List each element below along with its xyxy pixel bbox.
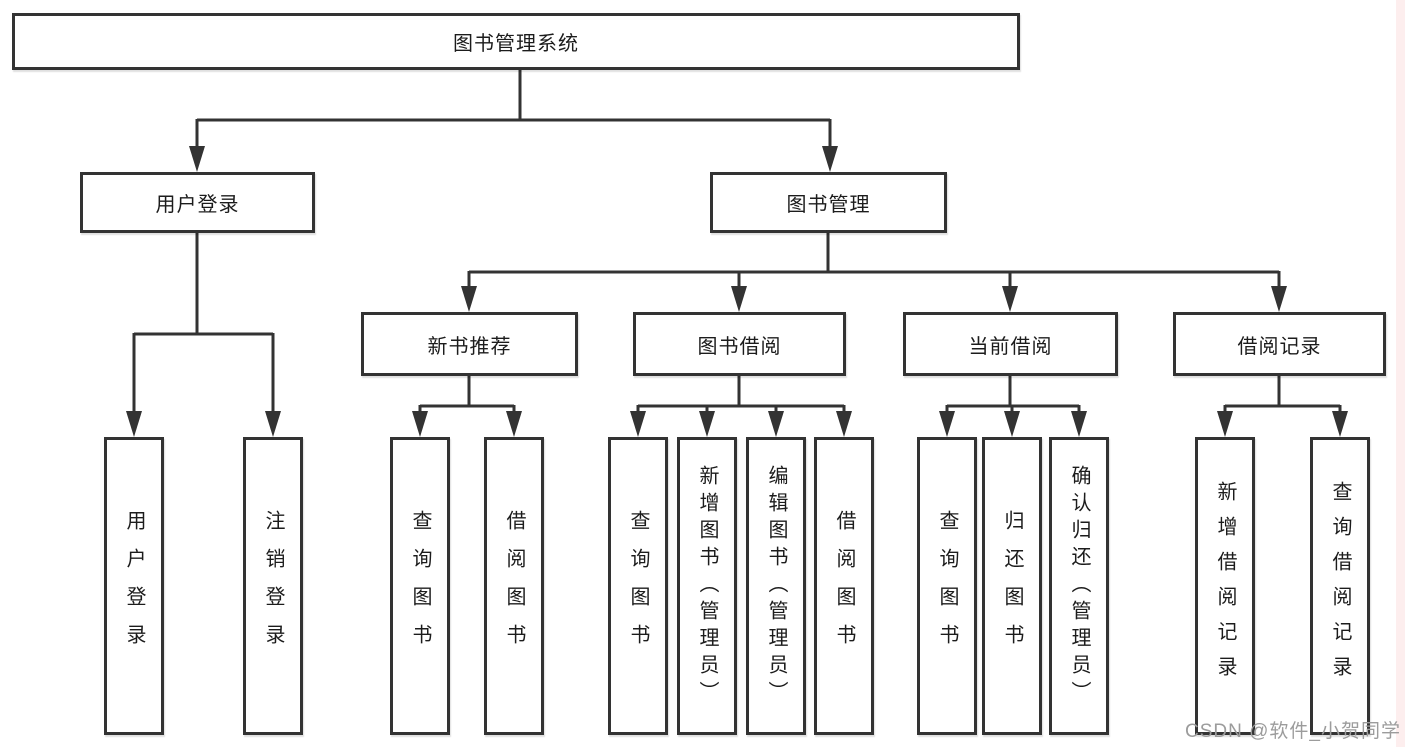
node-label: 当前借阅 bbox=[968, 335, 1053, 358]
node-borrowing-records: 借阅记录 bbox=[1173, 312, 1386, 376]
node-label: 新书推荐 bbox=[427, 335, 512, 358]
node-library-management-system: 图书管理系统 bbox=[12, 13, 1020, 70]
node-label: 图书管理系统 bbox=[453, 33, 579, 55]
node-label: 注销登录 bbox=[262, 510, 284, 662]
node-book-management: 图书管理 bbox=[710, 172, 947, 233]
leaf-query-books-borrow: 查询图书 bbox=[608, 437, 668, 735]
leaf-confirm-return-admin: 确认归还（管理员） bbox=[1049, 437, 1109, 735]
node-label: 新增借阅记录 bbox=[1214, 481, 1236, 691]
right-edge-strip bbox=[1396, 0, 1405, 747]
leaf-query-books-recommend: 查询图书 bbox=[390, 437, 450, 735]
leaf-borrow-books-recommend: 借阅图书 bbox=[484, 437, 544, 735]
node-label: 借阅图书 bbox=[833, 510, 855, 662]
csdn-watermark: CSDN @软件_小贺同学 bbox=[1185, 721, 1401, 742]
node-label: 编辑图书（管理员） bbox=[765, 464, 787, 708]
leaf-user-login: 用户登录 bbox=[104, 437, 164, 735]
leaf-add-borrow-record: 新增借阅记录 bbox=[1195, 437, 1255, 735]
leaf-add-books-admin: 新增图书（管理员） bbox=[677, 437, 737, 735]
node-label: 归还图书 bbox=[1001, 510, 1023, 662]
node-new-book-recommendation: 新书推荐 bbox=[361, 312, 578, 376]
node-label: 借阅图书 bbox=[503, 510, 525, 662]
node-label: 新增图书（管理员） bbox=[696, 464, 718, 708]
leaf-query-borrow-record: 查询借阅记录 bbox=[1310, 437, 1370, 735]
node-user-login: 用户登录 bbox=[80, 172, 315, 233]
node-label: 借阅记录 bbox=[1237, 335, 1322, 358]
node-book-borrowing: 图书借阅 bbox=[633, 312, 846, 376]
node-label: 图书管理 bbox=[786, 194, 871, 216]
leaf-logout: 注销登录 bbox=[243, 437, 303, 735]
node-label: 图书借阅 bbox=[697, 335, 782, 358]
node-label: 查询图书 bbox=[936, 510, 958, 662]
node-label: 查询图书 bbox=[627, 510, 649, 662]
leaf-return-books: 归还图书 bbox=[982, 437, 1042, 735]
node-label: 用户登录 bbox=[123, 510, 145, 662]
leaf-edit-books-admin: 编辑图书（管理员） bbox=[746, 437, 806, 735]
leaf-query-books-current: 查询图书 bbox=[917, 437, 977, 735]
arrowheads bbox=[126, 146, 1348, 437]
node-label: 查询图书 bbox=[409, 510, 431, 662]
node-label: 查询借阅记录 bbox=[1329, 481, 1351, 691]
node-label: 用户登录 bbox=[155, 194, 240, 216]
leaf-borrow-books: 借阅图书 bbox=[814, 437, 874, 735]
node-label: 确认归还（管理员） bbox=[1068, 464, 1090, 708]
node-current-borrowing: 当前借阅 bbox=[903, 312, 1118, 376]
